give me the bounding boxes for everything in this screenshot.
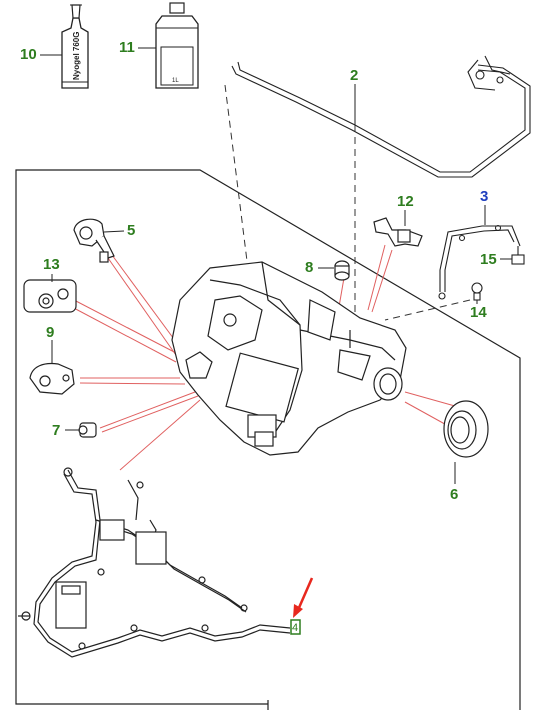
seal-part: [23, 279, 77, 313]
transmission-housing: [171, 261, 407, 456]
diagram-frame: [15, 169, 521, 710]
bottle-label: 1L: [172, 78, 179, 84]
callout-5[interactable]: 5: [127, 222, 136, 239]
red-pointer-arrow: [293, 577, 314, 618]
sensor-part: [73, 218, 115, 263]
plug-part: [334, 260, 350, 281]
callout-15[interactable]: 15: [480, 251, 497, 268]
callout-4[interactable]: 4: [292, 622, 299, 634]
callout-10[interactable]: 10: [20, 46, 37, 63]
harness-connector-highlight[interactable]: [290, 619, 301, 635]
actuator-part: [29, 362, 75, 395]
callout-leaders: [40, 47, 512, 484]
fluid-bottle-part: 1L: [155, 2, 199, 89]
bracket-part: [373, 217, 423, 247]
callout-11[interactable]: 11: [119, 39, 135, 56]
bolt-part-14: [471, 282, 483, 301]
grease-tube-part: Nyogel 760G: [61, 4, 89, 89]
pipe-assembly-part: [231, 55, 531, 178]
callout-2[interactable]: 2: [350, 67, 359, 84]
callout-13[interactable]: 13: [43, 256, 60, 273]
callout-9[interactable]: 9: [46, 324, 55, 341]
dashed-assembly-lines: [224, 84, 471, 345]
wiring-harness-part: [18, 467, 291, 658]
callout-6[interactable]: 6: [450, 486, 459, 503]
callout-3[interactable]: 3: [480, 188, 489, 205]
oil-seal-part: [443, 400, 489, 458]
tube-label: Nyogel 760G: [72, 32, 81, 80]
bolt-part-15: [511, 246, 525, 265]
small-plug-part: [78, 422, 97, 438]
callout-7[interactable]: 7: [52, 422, 61, 439]
callout-14[interactable]: 14: [470, 304, 487, 321]
callout-8[interactable]: 8: [305, 259, 314, 276]
small-pipe-part: [438, 224, 521, 300]
callout-12[interactable]: 12: [397, 193, 414, 210]
